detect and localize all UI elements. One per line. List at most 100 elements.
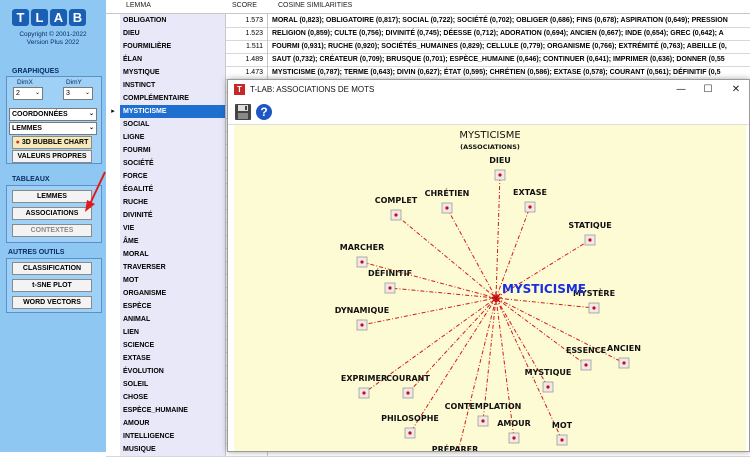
cell-lemma[interactable]: OBLIGATION	[120, 14, 226, 27]
chevron-down-icon: ⌄	[84, 90, 90, 96]
row-indicator	[106, 248, 120, 261]
row-indicator	[106, 157, 120, 170]
cell-lemma[interactable]: FOURMI	[120, 144, 226, 157]
cell-lemma[interactable]: MYSTICISME	[120, 105, 226, 118]
cell-lemma[interactable]: MYSTIQUE	[120, 66, 226, 79]
cell-lemma[interactable]: ÂME	[120, 235, 226, 248]
cell-lemma[interactable]: MOT	[120, 274, 226, 287]
cell-lemma[interactable]: AMOUR	[120, 417, 226, 430]
cell-lemma[interactable]: FOURMILIÈRE	[120, 40, 226, 53]
word-dot	[445, 206, 449, 210]
cell-lemma[interactable]: MORAL	[120, 248, 226, 261]
row-indicator	[106, 79, 120, 92]
classification-button[interactable]: CLASSIFICATION	[12, 262, 92, 275]
cell-lemma[interactable]: ESPÈCE_HUMAINE	[120, 404, 226, 417]
dimy-label: DimY	[66, 79, 82, 86]
cell-lemma[interactable]: DIVINITÉ	[120, 209, 226, 222]
floppy-disk-icon[interactable]	[234, 103, 252, 121]
graphiques-title: GRAPHIQUES	[12, 68, 60, 75]
cell-lemma[interactable]: FORCE	[120, 170, 226, 183]
association-line	[495, 297, 563, 441]
associations-button[interactable]: ASSOCIATIONS	[12, 207, 92, 220]
copyright-text: Copyright © 2001-2022	[19, 31, 87, 38]
cell-lemma[interactable]: ÉGALITÉ	[120, 183, 226, 196]
cell-lemma[interactable]: MUSIQUE	[120, 443, 226, 456]
cell-lemma[interactable]: ORGANISME	[120, 287, 226, 300]
lemmes-value: LEMMES	[12, 125, 42, 132]
row-indicator	[106, 235, 120, 248]
dimy-select[interactable]: 3⌄	[63, 87, 93, 100]
header-score: SCORE	[232, 2, 257, 9]
cell-lemma[interactable]: SOLEIL	[120, 378, 226, 391]
associations-window: T T-LAB: ASSOCIATIONS DE MOTS — ☐ ✕ ? MY…	[227, 79, 750, 452]
word-label: MYSTIQUE	[525, 368, 572, 377]
lemmes-button[interactable]: LEMMES	[12, 190, 92, 203]
word-vectors-button[interactable]: WORD VECTORS	[12, 296, 92, 309]
chevron-down-icon: ⌄	[88, 125, 94, 131]
row-indicator	[106, 417, 120, 430]
cell-lemma[interactable]: EXTASE	[120, 352, 226, 365]
word-label: PHILOSOPHE	[381, 414, 439, 423]
word-dot	[388, 286, 392, 290]
coordonnees-select[interactable]: COORDONNÉES⌄	[9, 108, 97, 121]
autres-outils-title: AUTRES OUTILS	[8, 249, 65, 256]
row-indicator	[106, 326, 120, 339]
row-indicator	[106, 274, 120, 287]
word-label: COMPLET	[375, 196, 418, 205]
maximize-button[interactable]: ☐	[703, 84, 713, 95]
window-titlebar[interactable]: T T-LAB: ASSOCIATIONS DE MOTS — ☐ ✕	[228, 80, 749, 100]
cell-score: 1.489	[226, 53, 268, 66]
word-label: EXTASE	[513, 188, 547, 197]
cell-lemma[interactable]: RUCHE	[120, 196, 226, 209]
help-icon[interactable]: ?	[255, 103, 273, 121]
cell-lemma[interactable]: SOCIÉTÉ	[120, 157, 226, 170]
row-indicator	[106, 40, 120, 53]
cell-lemma[interactable]: ÉVOLUTION	[120, 365, 226, 378]
lemmes-select[interactable]: LEMMES ⌄	[9, 122, 97, 135]
row-indicator	[106, 300, 120, 313]
cell-lemma[interactable]: TRAVERSER	[120, 261, 226, 274]
association-line	[446, 207, 497, 299]
word-dot	[408, 431, 412, 435]
word-label: DYNAMIQUE	[335, 306, 389, 315]
word-dot	[512, 436, 516, 440]
word-label: PRÉPARER	[432, 443, 479, 451]
tsne-plot-button[interactable]: t-SNE PLOT	[12, 279, 92, 292]
cell-lemma[interactable]: ÉLAN	[120, 53, 226, 66]
valeurs-propres-button[interactable]: VALEURS PROPRES	[12, 150, 92, 163]
cell-lemma[interactable]: SCIENCE	[120, 339, 226, 352]
cell-lemma[interactable]: COMPLÉMENTAIRE	[120, 92, 226, 105]
row-indicator	[106, 222, 120, 235]
cell-lemma[interactable]: SOCIAL	[120, 118, 226, 131]
cell-lemma[interactable]: INTELLIGENCE	[120, 430, 226, 443]
contextes-button[interactable]: CONTEXTES	[12, 224, 92, 237]
word-label: ANCIEN	[607, 344, 641, 353]
association-line	[363, 297, 497, 394]
cell-lemma[interactable]: ESPÈCE	[120, 300, 226, 313]
minimize-button[interactable]: —	[676, 84, 686, 95]
dimx-select[interactable]: 2⌄	[13, 87, 43, 100]
association-line	[361, 261, 497, 299]
bubble-chart-button[interactable]: ● 3D BUBBLE CHART	[12, 136, 92, 149]
word-dot	[362, 391, 366, 395]
row-indicator	[106, 209, 120, 222]
cell-lemma[interactable]: INSTINCT	[120, 79, 226, 92]
cell-lemma[interactable]: CHOSE	[120, 391, 226, 404]
logo-letter: A	[50, 9, 67, 26]
cell-lemma[interactable]: VIE	[120, 222, 226, 235]
word-label: DÉFINITIF	[368, 267, 412, 278]
cell-lemma[interactable]: ANIMAL	[120, 313, 226, 326]
cell-lemma[interactable]: DIEU	[120, 27, 226, 40]
close-button[interactable]: ✕	[731, 84, 741, 95]
cell-lemma[interactable]: LIGNE	[120, 131, 226, 144]
cell-lemma[interactable]: LIEN	[120, 326, 226, 339]
cell-cosine: MORAL (0,823); OBLIGATOIRE (0,817); SOCI…	[272, 17, 728, 24]
association-line	[457, 297, 497, 451]
chart-subtitle: (ASSOCIATIONS)	[460, 143, 520, 151]
